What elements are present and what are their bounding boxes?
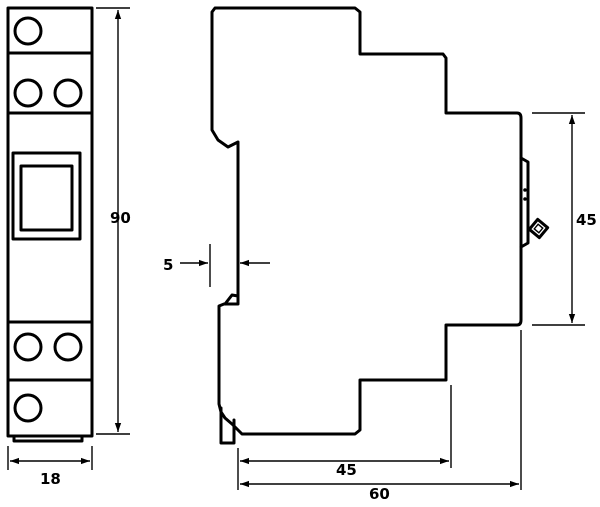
dim-label-45-horizontal: 45 [336,461,357,479]
dim-label-18: 18 [40,470,61,488]
terminal-screw-top-right [53,78,83,108]
front-body-outline [6,6,94,438]
front-bottom-clip [12,434,84,443]
din-rail-latch [223,293,240,306]
din-clip-foot [219,406,236,445]
handle-lever-tip [527,217,550,240]
dimension-height-front: 90 [96,7,131,435]
side-handle-profile [519,156,530,249]
dim-label-60: 60 [369,485,390,503]
terminal-screw-top-single [13,16,43,46]
indicator-dot-1 [523,188,527,192]
dim-label-90: 90 [110,209,131,227]
indicator-dot-2 [523,197,527,201]
side-view [210,6,550,445]
terminal-screw-top-left [13,78,43,108]
front-view [6,6,94,443]
dimension-depth: 45 60 [237,330,522,503]
terminal-screw-bottom-left [13,332,43,362]
terminal-screw-bottom-right [53,332,83,362]
switch-handle [19,164,74,232]
handle-recess-outer [11,151,82,241]
dimension-din-offset: 5 [163,244,270,287]
dim-label-45-vertical: 45 [576,211,597,229]
dim-label-5: 5 [163,256,173,274]
side-body-outline [210,6,523,436]
dimension-width-front: 18 [7,446,93,488]
dimension-front-height: 45 [532,112,597,326]
terminal-screw-bottom-single [13,393,43,423]
